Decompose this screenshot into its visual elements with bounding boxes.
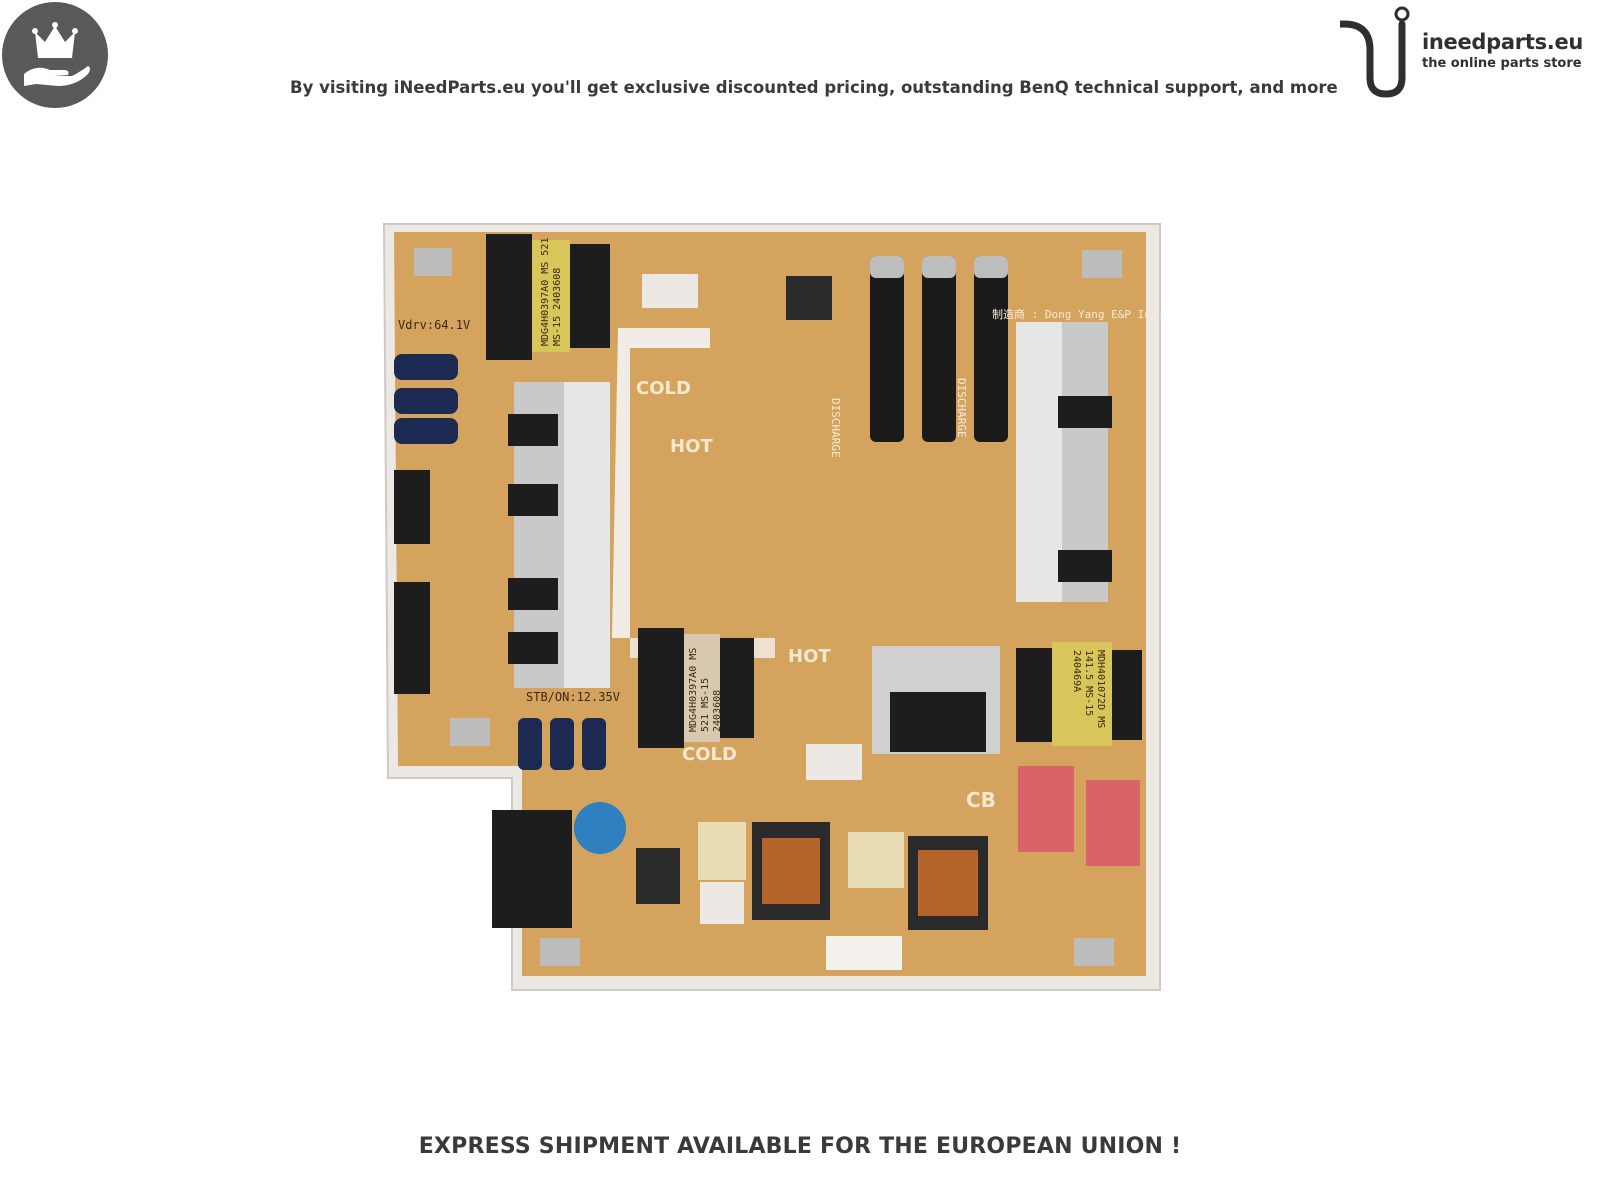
manufacturer-label: 制造商 : Dong Yang E&P Inc. [992, 308, 1165, 321]
discharge-label-2: DISCHARGE [955, 378, 968, 438]
crown-hand-badge [2, 2, 108, 108]
ineedparts-logo[interactable]: ineedparts.eu the online parts store [1340, 2, 1598, 106]
crown-hand-icon [24, 22, 90, 86]
cold-label-top: COLD [636, 378, 691, 399]
transformer-label-3: MDH401072D MS 141.5 MS-15 240469A [1071, 650, 1106, 729]
transformer-label-1: MDG4H0397A0 MS 521 MS-15 2403608 [540, 237, 563, 346]
discharge-label-1: DISCHARGE [829, 398, 842, 458]
cold-label-bottom: COLD [682, 744, 737, 765]
power-supply-board-image: COLD HOT HOT COLD CB Vdrv:64.1V STB/ON:1… [380, 218, 1170, 998]
shipping-banner: EXPRESS SHIPMENT AVAILABLE FOR THE EUROP… [418, 1134, 1182, 1159]
pcb-illustration [382, 223, 1161, 991]
ineedparts-logo-icon [1340, 6, 1410, 98]
transformer-label-2: MDG4H0397A0 MS 521 MS-15 2403608 [688, 647, 723, 732]
logo-subtitle: the online parts store [1422, 56, 1582, 71]
promo-tagline: By visiting iNeedParts.eu you'll get exc… [290, 78, 1338, 97]
hot-label-bottom: HOT [788, 646, 831, 667]
logo-name: ineedparts.eu [1422, 30, 1584, 54]
hot-label-top: HOT [670, 436, 713, 457]
cb-label: CB [966, 788, 996, 812]
stb-on-label: STB/ON:12.35V [526, 690, 620, 704]
vdrv-label: Vdrv:64.1V [398, 318, 471, 332]
